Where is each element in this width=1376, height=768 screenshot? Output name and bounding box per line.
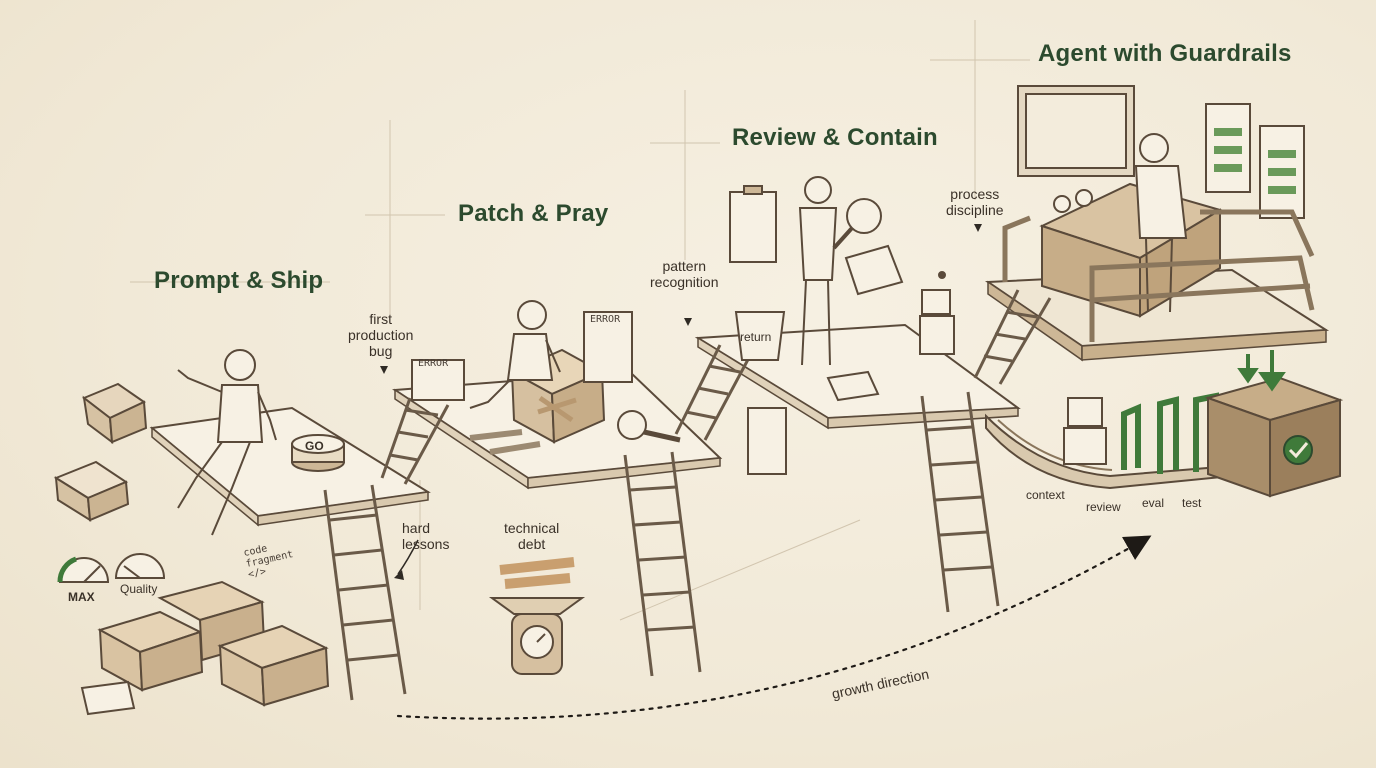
stage3-scene — [729, 176, 955, 475]
ladder-stage2-3 — [623, 451, 702, 677]
annotation-line: hard — [402, 520, 431, 536]
ladder-small-1 — [380, 397, 450, 485]
boxes-stage1 — [53, 382, 148, 522]
construction-lines — [130, 20, 1030, 621]
pipeline-label-eval: eval — [1142, 496, 1165, 510]
annotation-line: recognition — [650, 274, 719, 290]
go-button-shape — [291, 434, 345, 472]
ladder-small-2 — [674, 344, 754, 441]
growth-direction-arrow — [396, 535, 1152, 720]
gauges — [57, 553, 166, 583]
annotation-line: discipline — [946, 202, 1004, 218]
stage4-scene — [1002, 85, 1315, 342]
stage-title-agent-guardrails: Agent with Guardrails — [1038, 40, 1292, 67]
go-button-label: GO — [305, 439, 324, 453]
ladder-stage3-4 — [920, 391, 1000, 613]
debt-scale — [488, 557, 586, 675]
error-sheet-label: ERROR — [418, 358, 449, 369]
ladder-small-3 — [973, 289, 1052, 385]
error-sheet-label: ERROR — [590, 314, 621, 325]
pipeline-label-context: context — [1026, 488, 1065, 502]
return-bin-label: return — [740, 330, 772, 344]
pipeline-label-review: review — [1086, 500, 1121, 514]
ladders — [323, 289, 1052, 701]
annotation-line: lessons — [402, 536, 450, 552]
conveyor — [985, 350, 1344, 498]
stage-title-review-contain: Review & Contain — [732, 124, 938, 151]
annotation-line: production — [348, 327, 414, 343]
gauge-quality-label: Quality — [120, 582, 158, 596]
annotation-line: debt — [518, 536, 546, 552]
stage-title-patch-pray: Patch & Pray — [458, 200, 609, 227]
annotation-first-production-bug: first production bug — [348, 311, 413, 359]
annotation-hard-lessons: hard lessons — [402, 520, 449, 552]
annotation-line: technical — [504, 520, 560, 536]
pipeline-label-test: test — [1182, 496, 1202, 510]
annotation-line: first — [369, 311, 392, 327]
annotation-process-discipline: process discipline — [946, 186, 1004, 218]
annotation-line: pattern — [662, 258, 707, 274]
annotation-line: process — [950, 186, 1000, 202]
gauge-max-label: MAX — [68, 590, 95, 604]
person-stage1 — [177, 349, 277, 536]
stage2-scene — [411, 300, 681, 455]
annotation-line: bug — [369, 343, 393, 359]
broken-box-pile — [80, 580, 330, 716]
stage-title-prompt-ship: Prompt & Ship — [154, 267, 324, 294]
annotation-pointers — [380, 224, 982, 580]
ladder-stage1-2 — [323, 484, 407, 701]
annotation-pattern-recognition: pattern recognition — [650, 258, 719, 290]
annotation-technical-debt: technical debt — [504, 520, 559, 552]
